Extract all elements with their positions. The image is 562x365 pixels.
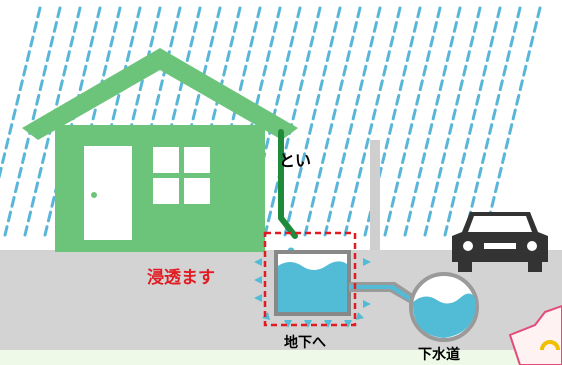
rain-streak [303, 6, 362, 237]
rain-streak [343, 6, 402, 237]
rain-streak [403, 6, 462, 237]
speech-bubble-icon [508, 304, 562, 365]
infiltration-label: 浸透ます [147, 267, 215, 288]
gutter-label: とい [279, 151, 311, 170]
car-icon [452, 212, 548, 272]
to-ground-label: 地下へ [284, 334, 326, 351]
rain-streak [23, 6, 82, 237]
sewer-label: 下水道 [418, 346, 460, 363]
window [153, 147, 210, 204]
bottom-border [0, 350, 562, 365]
rain-streak [423, 6, 482, 237]
rain-streak [383, 6, 442, 237]
infiltration-basin-icon [274, 250, 351, 316]
rain-streak [0, 6, 42, 180]
rain-gutter-icon [278, 129, 298, 239]
sewer-tank-icon [409, 272, 479, 342]
fence-post [370, 140, 380, 250]
rain-streak [483, 6, 542, 237]
rain-streak [283, 6, 342, 237]
rain-streak [323, 6, 382, 237]
pipe [349, 282, 425, 312]
rain-streak [263, 6, 322, 237]
rain-streak [463, 6, 522, 237]
infiltration-highlight-box [263, 231, 357, 327]
infiltration-arrows [254, 258, 371, 328]
rain-streak [443, 6, 502, 237]
door [84, 146, 132, 240]
house-icon [22, 48, 298, 252]
rain-streak [43, 6, 102, 237]
rain-streak [3, 6, 62, 237]
